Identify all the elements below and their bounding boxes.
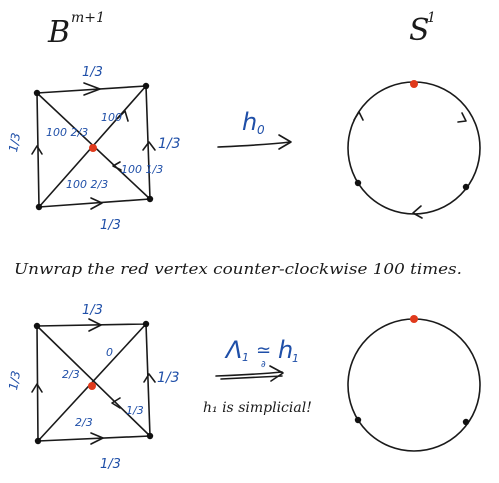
- bottom-top-edge-label: 1/3: [82, 303, 103, 318]
- bottom-circle-red-vertex: [410, 315, 418, 323]
- bottom-diag-label-lower-left: 2/3: [75, 416, 93, 429]
- top-circle: [347, 81, 481, 215]
- map-label-lambda-sub: 1: [242, 351, 249, 364]
- top-vertex-tr: [142, 82, 150, 90]
- top-circle-red-vertex: [410, 80, 418, 88]
- right-edge-label: 1/3: [158, 136, 181, 152]
- space-label-s: S: [409, 13, 430, 48]
- map-label-h1-sub: 1: [292, 352, 299, 365]
- top-edge-arrow-icon: [83, 82, 101, 96]
- map-relation-sub: ∂: [261, 360, 266, 370]
- bottom-right-edge-arrow-icon: [143, 373, 156, 383]
- bottom-vertex-tl: [33, 322, 41, 330]
- map-label-h-sub: 0: [257, 123, 265, 137]
- simplicial-caption: h₁ is simplicial!: [203, 400, 312, 416]
- bottom-circle-complex: [347, 315, 481, 452]
- bottom-square-complex: 1/3 1/3 1/3 1/3 2/3 0 1/3 2/3: [6, 303, 179, 472]
- top-circle-vertex-right: [462, 183, 470, 191]
- bottom-diag-arrow-icon: [111, 397, 121, 409]
- top-circle-arrow-left-icon: [353, 111, 364, 121]
- top-edge-label: 1/3: [82, 65, 103, 80]
- map-relation: ≃: [256, 340, 271, 361]
- map-arrow-lambda1: Λ 1 ≃ ∂ h 1 h₁ is simplicial!: [203, 336, 312, 416]
- top-vertex-br: [146, 195, 154, 203]
- bottom-left-edge-label: 1/3: [6, 370, 23, 391]
- bottom-diag-label-lower-right: 1/3: [126, 404, 144, 417]
- map-label-h1: h: [278, 336, 293, 364]
- bottom-circle: [347, 318, 481, 452]
- bottom-red-vertex: [88, 382, 96, 390]
- bottom-bottom-edge-label: 1/3: [100, 457, 121, 472]
- bottom-edge-label: 1/3: [100, 218, 121, 233]
- left-edge-label: 1/3: [6, 132, 23, 153]
- diag-upper-right-arrow-icon: [117, 110, 129, 122]
- top-red-vertex: [89, 144, 97, 152]
- diag-label-upper-left: 100 2/3: [46, 126, 88, 139]
- bottom-circle-vertex-right: [462, 418, 470, 426]
- space-label-b: B: [47, 15, 70, 50]
- top-square-complex: 1/3 1/3 1/3 1/3 100 2/3 100 100 1/3 100 …: [6, 65, 180, 233]
- diag-label-lower-left: 100 2/3: [66, 178, 108, 191]
- header-left: B m+1: [47, 10, 105, 50]
- top-circle-vertex-left: [354, 179, 362, 187]
- bottom-map-arrow-shaft-2: [220, 375, 283, 380]
- bottom-diag-label-upper-right: 0: [106, 346, 113, 359]
- bottom-square-edges: [36, 323, 151, 442]
- map-label-h: h: [242, 108, 257, 136]
- map-label-lambda: Λ: [224, 336, 242, 364]
- top-vertex-tl: [33, 89, 41, 97]
- bottom-vertex-tr: [142, 320, 150, 328]
- bottom-bottom-edge-arrow-icon: [90, 432, 104, 445]
- bottom-map-arrow-head-icon: [269, 365, 284, 382]
- bottom-vertex-bl: [34, 437, 42, 445]
- left-edge-arrow-icon: [31, 145, 43, 155]
- header-right: S 1: [409, 10, 436, 48]
- map-arrow-h0: h 0: [217, 108, 292, 150]
- top-vertex-bl: [35, 203, 43, 211]
- diag-label-lower-right: 100 1/3: [121, 163, 163, 176]
- top-circle-arrow-bottom-icon: [412, 205, 423, 219]
- diag-label-upper-right: 100: [101, 111, 122, 124]
- bottom-vertex-br: [146, 432, 154, 440]
- diag-lower-right-arrow-icon: [112, 161, 122, 171]
- middle-caption: Unwrap the red vertex counter-clockwise …: [14, 262, 462, 278]
- right-edge-arrow-icon: [142, 141, 156, 151]
- bottom-left-edge-arrow-icon: [31, 383, 43, 393]
- map-arrow-head-icon: [278, 134, 292, 150]
- bottom-top-edge-arrow-icon: [88, 318, 102, 332]
- space-superscript-m-plus-1: m+1: [71, 10, 105, 26]
- top-circle-complex: [347, 80, 481, 219]
- top-circle-arrow-right-icon: [457, 112, 467, 123]
- bottom-right-edge-label: 1/3: [157, 370, 180, 386]
- bottom-map-arrow-shaft: [215, 371, 283, 377]
- bottom-edge-arrow-icon: [90, 197, 103, 210]
- bottom-circle-vertex-left: [354, 416, 362, 424]
- bottom-diag-label-upper-left: 2/3: [62, 368, 80, 381]
- map-arrow-shaft: [217, 141, 291, 148]
- space-superscript-1: 1: [427, 10, 436, 26]
